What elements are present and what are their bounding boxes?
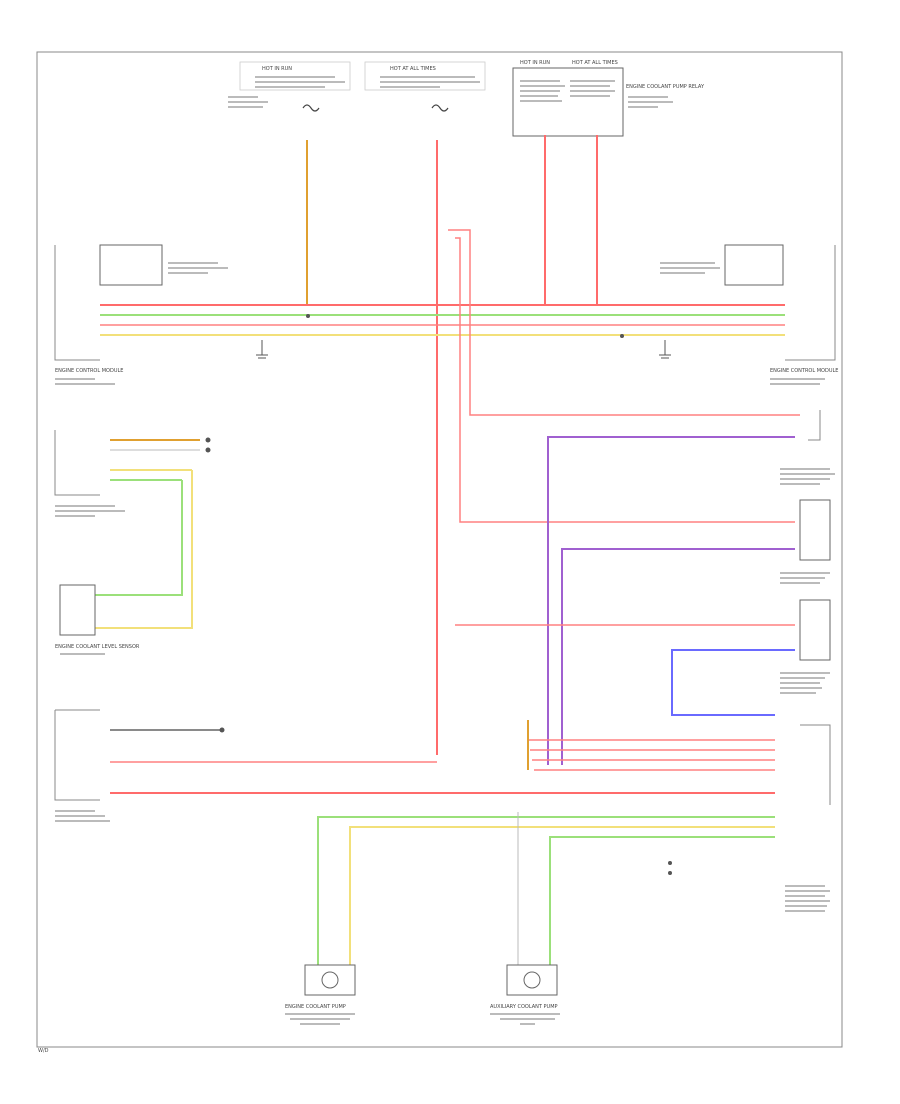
right-fan-module: ENGINE CONTROL MODULE xyxy=(660,244,838,385)
label-top-right-b: HOT AT ALL TIMES xyxy=(572,60,618,66)
ground-left xyxy=(256,340,268,359)
level-sensor: ENGINE COOLANT LEVEL SENSOR xyxy=(55,584,140,655)
wire-blue xyxy=(671,649,795,716)
fuse-symbol-1 xyxy=(302,104,320,112)
page-mark: W/D xyxy=(38,1048,49,1054)
wire-purple-2 xyxy=(561,548,795,765)
connector-dots xyxy=(205,314,672,875)
wire-yellow-bottom xyxy=(349,826,775,965)
wire-pink-ecm-1 xyxy=(448,229,800,416)
left-sensor-group xyxy=(54,430,200,517)
wire-green-bottom-2 xyxy=(549,836,775,965)
fuse-symbol-2 xyxy=(431,104,449,112)
bottom-pump-left: ENGINE COOLANT PUMP xyxy=(285,964,356,1025)
label-pump-right: AUXILIARY COOLANT PUMP xyxy=(490,1004,558,1010)
wire-purple xyxy=(547,436,795,765)
label-top-mid: HOT AT ALL TIMES xyxy=(390,66,436,72)
label-sensor-left: ENGINE COOLANT LEVEL SENSOR xyxy=(55,644,140,650)
label-top-right-a: HOT IN RUN xyxy=(520,60,550,66)
label-right-module: ENGINE CONTROL MODULE xyxy=(770,368,838,374)
wire-green-bottom xyxy=(317,816,775,965)
wire-sensor-green xyxy=(95,480,183,596)
diagram-border xyxy=(36,51,843,1048)
wire-sensor-yellow xyxy=(95,470,193,629)
label-top-left: HOT IN RUN xyxy=(262,66,292,72)
label-pump-left: ENGINE COOLANT PUMP xyxy=(285,1004,346,1010)
ground-right xyxy=(659,340,671,359)
left-fan-module: ENGINE CONTROL MODULE xyxy=(54,244,228,385)
right-components xyxy=(780,410,835,912)
top-labels: HOT IN RUN HOT AT ALL TIMES HOT IN RUN H… xyxy=(228,60,705,137)
left-lower-module xyxy=(54,709,110,822)
wire-pink-ecm-2 xyxy=(455,237,795,523)
label-relay: ENGINE COOLANT PUMP RELAY xyxy=(626,84,705,90)
bottom-pump-right: AUXILIARY COOLANT PUMP xyxy=(490,964,560,1025)
label-left-module: ENGINE CONTROL MODULE xyxy=(55,368,123,374)
